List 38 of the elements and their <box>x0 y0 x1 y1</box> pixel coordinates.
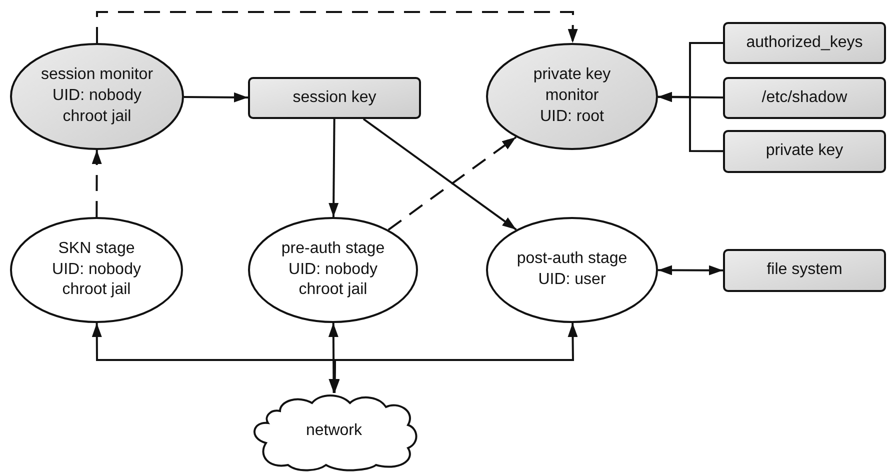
node-label: post-auth stage <box>516 249 628 270</box>
arrow <box>658 92 723 152</box>
node-label: UID: user <box>538 270 606 290</box>
node-label: UID: nobody <box>52 86 142 106</box>
node-label: session key <box>292 88 376 108</box>
node-label: session monitor <box>40 65 154 86</box>
data-box <box>248 77 421 119</box>
node-label: chroot jail <box>298 280 368 300</box>
data-box <box>723 249 886 292</box>
dashed-arrow <box>92 150 102 217</box>
node-label: network <box>306 421 362 442</box>
node-label: file system <box>766 260 842 280</box>
dashed-arrow <box>96 11 578 44</box>
node-label: pre-auth stage <box>281 238 385 259</box>
node-label: UID: root <box>540 106 604 127</box>
node-label: private key monitor <box>532 65 612 106</box>
node-label: chroot jail <box>62 106 132 127</box>
node-label: UID: nobody <box>52 260 141 280</box>
dashed-arrow <box>388 136 517 231</box>
node-label: UID: nobody <box>288 260 378 280</box>
process-ellipse <box>486 217 658 323</box>
process-ellipse <box>248 217 418 323</box>
arrow <box>184 92 248 102</box>
node-label: /etc/shadow <box>762 88 848 108</box>
process-ellipse <box>486 43 658 150</box>
node-label: chroot jail <box>62 280 131 300</box>
data-box <box>723 22 886 64</box>
arrow <box>658 265 723 276</box>
node-label: SKN stage <box>58 238 135 259</box>
arrow <box>328 119 339 218</box>
arrow <box>362 118 517 230</box>
node-label: authorized_keys <box>746 32 863 53</box>
data-box <box>723 130 886 173</box>
process-ellipse <box>10 217 183 323</box>
node-label: private key <box>766 141 844 162</box>
arrow <box>328 323 339 393</box>
data-box <box>723 77 886 119</box>
process-ellipse <box>10 43 184 150</box>
